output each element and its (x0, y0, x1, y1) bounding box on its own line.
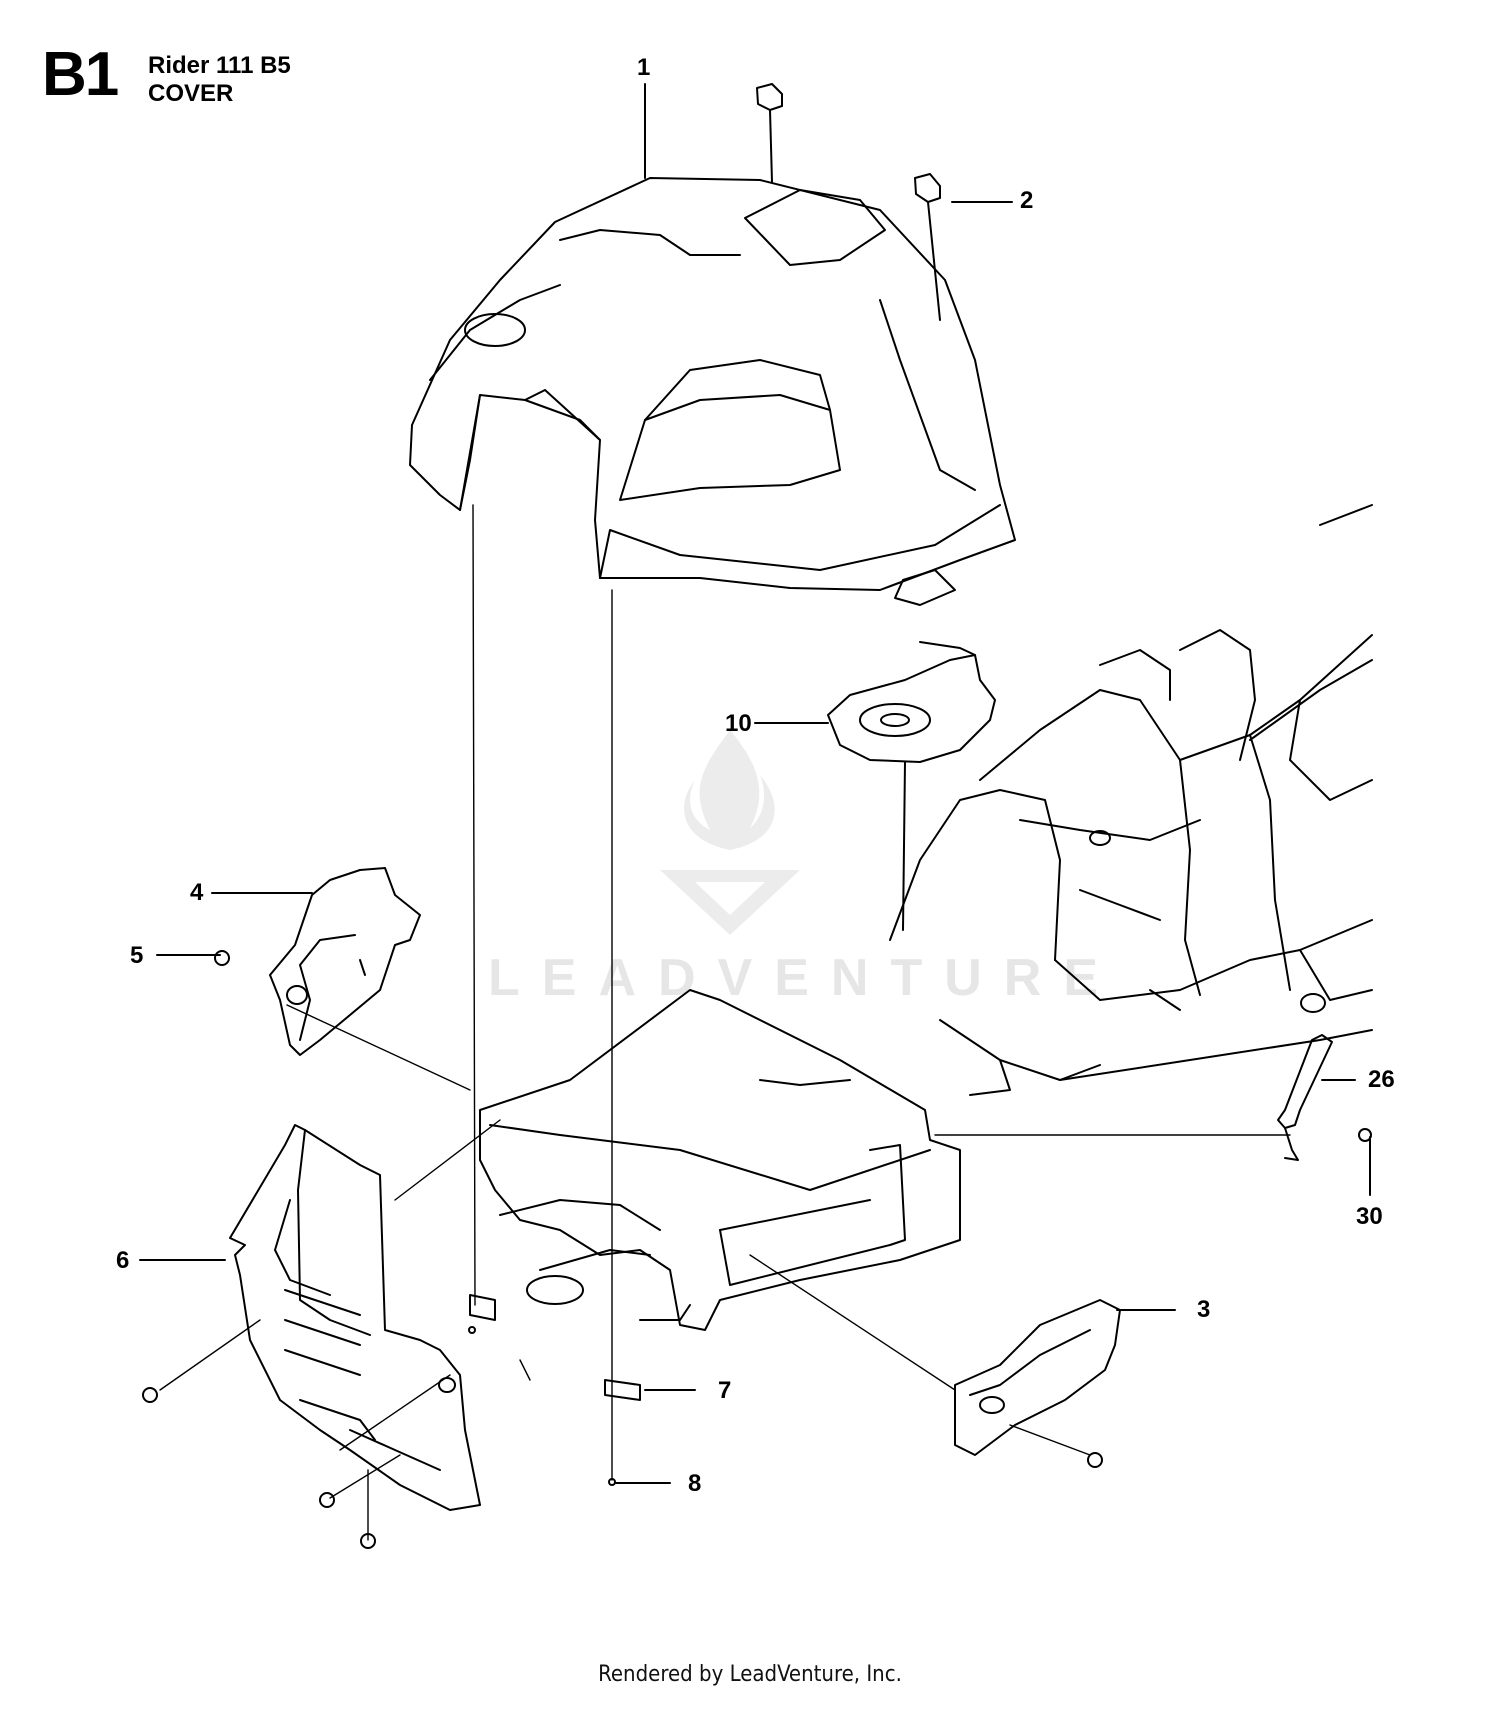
mower-frame (889, 504, 1373, 1096)
watermark-text: LEADVENTURE (488, 949, 1121, 1007)
right-panel-part (954, 1299, 1121, 1456)
callout-10[interactable]: 10 (725, 710, 752, 737)
watermark-logo (660, 730, 800, 935)
callout-3[interactable]: 3 (1197, 1296, 1211, 1323)
callout-4[interactable]: 4 (190, 879, 204, 906)
callout-30[interactable]: 30 (1356, 1203, 1383, 1230)
section-title: COVER (148, 80, 234, 107)
callout-5[interactable]: 5 (130, 942, 144, 969)
footrest-plate (479, 989, 961, 1331)
fasteners (142, 950, 1372, 1549)
callout-1[interactable]: 1 (637, 54, 651, 81)
section-code: B1 (42, 40, 119, 109)
model-name: Rider 111 B5 (148, 52, 291, 79)
render-credit: Rendered by LeadVenture, Inc. (598, 1662, 902, 1687)
callout-26[interactable]: 26 (1368, 1066, 1395, 1093)
callout-8[interactable]: 8 (688, 1470, 702, 1497)
callout-6[interactable]: 6 (116, 1247, 130, 1274)
left-panel-part (269, 867, 421, 1056)
retainer-clips (756, 83, 941, 321)
callout-7[interactable]: 7 (718, 1377, 732, 1404)
belt-guard-part (827, 641, 996, 931)
hood-cover-part (409, 177, 1016, 606)
front-panel-part (229, 1124, 481, 1511)
leader-lines (139, 83, 1371, 1484)
callout-2[interactable]: 2 (1020, 187, 1034, 214)
lever-part (1277, 1034, 1333, 1161)
assembly-lines (159, 504, 1291, 1541)
